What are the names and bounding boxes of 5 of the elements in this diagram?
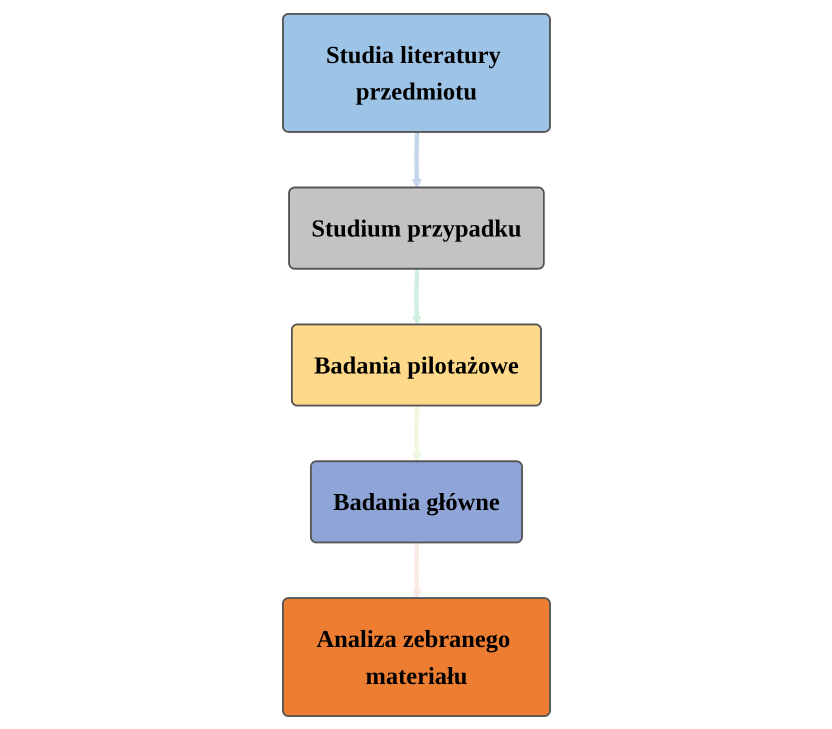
arrow (411, 542, 422, 599)
flowchart-diagram: Studia literatury przedmiotu Studium przypadku Badania pilotażowe Badania główne Analiza zebranego materiału (274, 4, 558, 724)
arrow (411, 268, 422, 325)
arrow (411, 132, 422, 188)
arrow (411, 406, 422, 462)
